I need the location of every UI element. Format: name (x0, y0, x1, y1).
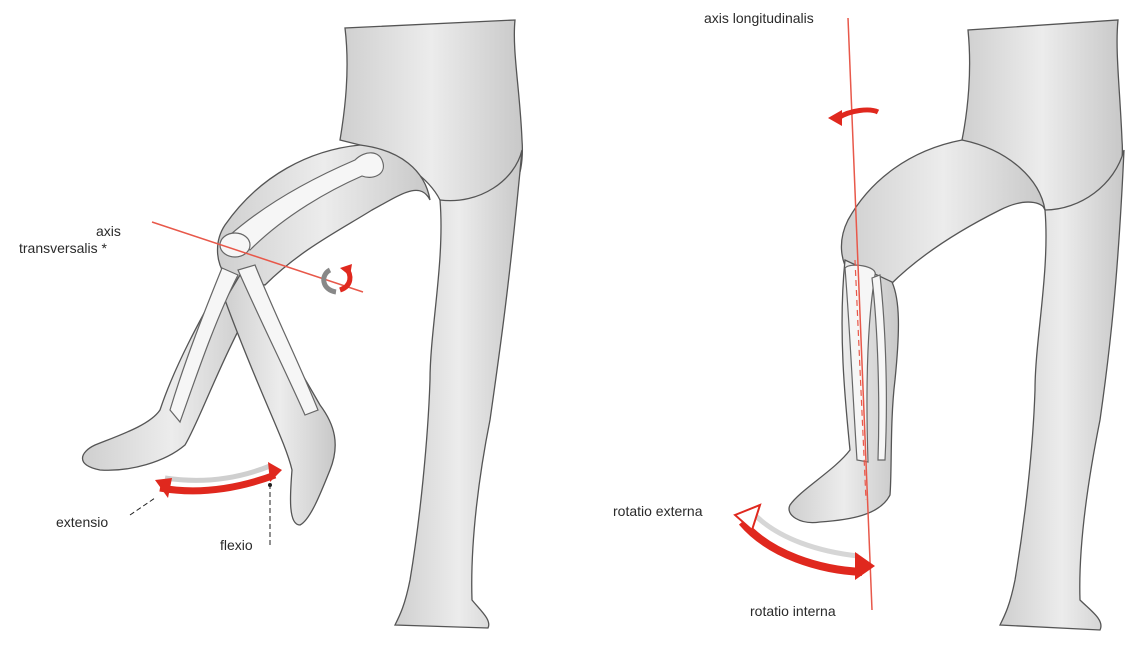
transversal-rotation-icon (324, 264, 352, 292)
axis-longitudinalis-label: axis longitudinalis (704, 10, 814, 26)
rotatio-interna-label: rotatio interna (750, 603, 836, 619)
left-figure (83, 20, 523, 628)
left-standing-leg (395, 150, 522, 628)
flexio-label: flexio (220, 537, 253, 553)
axis-transversalis-label-2: transversalis * (19, 240, 107, 256)
right-standing-leg (1000, 150, 1124, 630)
flexion-extension-arrow (155, 462, 282, 498)
right-figure (789, 20, 1124, 630)
rotatio-externa-label: rotatio externa (613, 503, 703, 519)
left-bent-thigh (218, 145, 431, 285)
extensio-leader (130, 498, 155, 515)
axis-transversalis-label-1: axis (96, 223, 121, 239)
extensio-label: extensio (56, 514, 108, 530)
